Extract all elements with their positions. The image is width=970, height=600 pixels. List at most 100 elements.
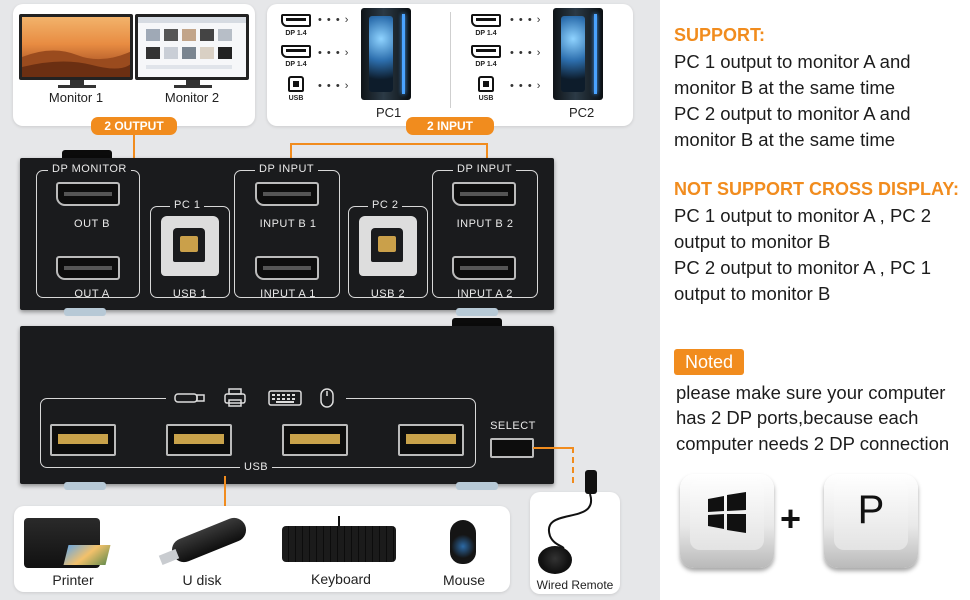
select-connector-drop — [572, 447, 574, 483]
keyboard-icon — [268, 390, 302, 406]
dots-connector: • • • › — [318, 80, 350, 92]
monitor-1-base — [58, 85, 96, 88]
support-line-2: monitor B at the same time — [674, 77, 896, 98]
dp-monitor-label: DP MONITOR — [48, 163, 131, 175]
dp-out-b-port[interactable] — [56, 182, 120, 206]
pc2-label: PC2 — [569, 105, 595, 120]
remote-cable — [547, 493, 593, 551]
input-a2-label: INPUT A 2 — [457, 288, 513, 300]
dp-out-a-port[interactable] — [56, 256, 120, 280]
usb-b-port-1[interactable] — [161, 216, 219, 276]
monitor-2-label: Monitor 2 — [164, 90, 220, 105]
usb-a-port-1[interactable] — [50, 424, 116, 456]
support-line-4: monitor B at the same time — [674, 129, 896, 150]
out-b-label: OUT B — [74, 218, 110, 230]
dp-input-b2-port[interactable] — [452, 182, 516, 206]
windows-logo-icon — [708, 492, 746, 533]
dp-port-icon — [471, 14, 501, 27]
dp-input-2-label: DP INPUT — [453, 163, 517, 175]
out-a-label: OUT A — [74, 288, 110, 300]
dots-connector: • • • › — [510, 47, 542, 59]
mouse-image — [450, 520, 476, 564]
wired-remote-label: Wired Remote — [536, 578, 614, 592]
mouse-label: Mouse — [442, 572, 486, 588]
noted-line-3: computer needs 2 DP connection — [676, 433, 950, 454]
printer-icon — [224, 388, 246, 407]
dp-port-label: DP 1.4 — [285, 61, 307, 68]
usb-b-port-icon — [288, 76, 304, 92]
dp-port-label: DP 1.4 — [475, 30, 497, 37]
device-foot — [456, 308, 498, 316]
mouse-icon — [320, 388, 334, 408]
not-support-line-2: output to monitor B — [674, 231, 831, 252]
dp-port-icon — [281, 45, 311, 58]
keyboard-image — [282, 526, 396, 562]
usb-drive-icon — [174, 393, 205, 403]
input-connector-drop-left — [290, 143, 292, 163]
monitor-2-image — [135, 14, 249, 80]
output-connector-line — [133, 126, 135, 162]
dp-input-a2-port[interactable] — [452, 256, 516, 280]
windows-key — [680, 474, 774, 568]
usb-a-port-4[interactable] — [398, 424, 464, 456]
input-b2-label: INPUT B 2 — [456, 218, 514, 230]
noted-badge: Noted — [674, 349, 744, 375]
usb-a-port-2[interactable] — [166, 424, 232, 456]
plus-sign: + — [780, 498, 802, 539]
not-support-line-1: PC 1 output to monitor A , PC 2 — [674, 205, 932, 226]
monitor-1-image — [19, 14, 133, 80]
dp-input-b1-port[interactable] — [255, 182, 319, 206]
pc2-section-label: PC 2 — [368, 199, 403, 211]
monitor-2-base — [174, 85, 212, 88]
support-heading: SUPPORT: — [674, 25, 766, 45]
usb-b-port-icon — [478, 76, 494, 92]
device-foot — [64, 308, 106, 316]
pcs-divider — [450, 12, 451, 108]
usb-connector-line — [224, 476, 226, 506]
remote-plug — [585, 470, 597, 494]
printer-label: Printer — [52, 572, 94, 588]
remote-card — [530, 492, 620, 594]
dp-port-label: DP 1.4 — [475, 61, 497, 68]
remote-button[interactable] — [538, 546, 572, 574]
usb-1-label: USB 1 — [172, 288, 208, 300]
monitor-2-stand — [186, 80, 200, 86]
input-a1-label: INPUT A 1 — [260, 288, 316, 300]
printer-paper — [63, 545, 111, 565]
usb-port-label: USB — [478, 95, 494, 102]
monitor-1-stand — [70, 80, 84, 86]
webpage-image — [138, 17, 246, 69]
usb-b-port-2[interactable] — [359, 216, 417, 276]
pc-tower-image — [553, 8, 603, 100]
pc1-label: PC1 — [376, 105, 402, 120]
input-connector-drop-right — [486, 143, 488, 163]
desert-image — [22, 50, 130, 77]
dots-connector: • • • › — [510, 80, 542, 92]
not-support-line-3: PC 2 output to monitor A , PC 1 — [674, 257, 932, 278]
select-port[interactable] — [490, 438, 534, 458]
input-badge: 2 INPUT — [406, 117, 494, 135]
p-key: P — [824, 474, 918, 568]
support-line-3: PC 2 output to monitor A and — [674, 103, 911, 124]
dp-port-label: DP 1.4 — [285, 30, 307, 37]
dp-port-icon — [281, 14, 311, 27]
device-foot — [64, 482, 106, 490]
usb-port-label: USB — [288, 95, 304, 102]
select-connector-line — [533, 447, 573, 449]
usb-a-port-3[interactable] — [282, 424, 348, 456]
dots-connector: • • • › — [318, 14, 350, 26]
input-connector-line — [290, 143, 488, 145]
pc-tower-image — [361, 8, 411, 100]
dots-connector: • • • › — [318, 47, 350, 59]
select-label: SELECT — [490, 420, 536, 432]
dp-port-icon — [471, 45, 501, 58]
device-foot — [456, 482, 498, 490]
keyboard-cable — [338, 516, 340, 526]
dots-connector: • • • › — [510, 14, 542, 26]
usb-hub-label: USB — [240, 461, 273, 473]
noted-line-2: has 2 DP ports,because each — [676, 407, 919, 428]
dp-input-a1-port[interactable] — [255, 256, 319, 280]
not-support-line-4: output to monitor B — [674, 283, 831, 304]
not-support-heading: NOT SUPPORT CROSS DISPLAY: — [674, 179, 960, 199]
pc1-section-label: PC 1 — [170, 199, 205, 211]
